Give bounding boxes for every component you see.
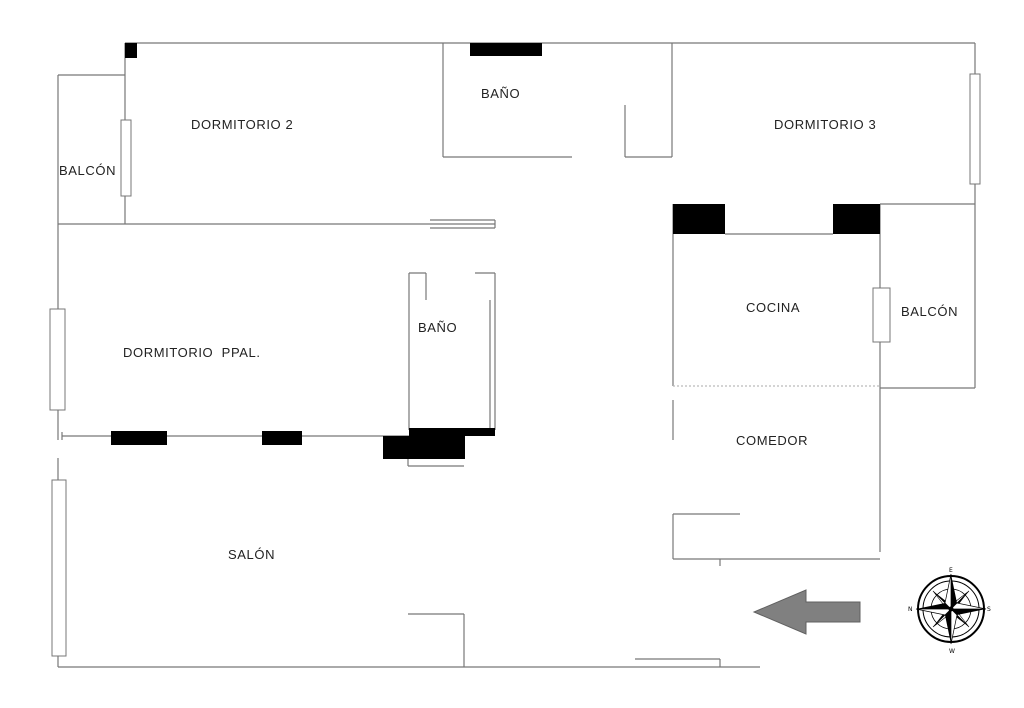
room-label-bano-mid: BAÑO xyxy=(418,320,457,335)
compass-rose-icon: E S W N xyxy=(908,567,991,655)
entrance-arrow-icon xyxy=(752,589,861,635)
room-label-dormitorio-ppal: DORMITORIO PPAL. xyxy=(123,345,261,360)
window xyxy=(49,308,66,411)
compass-north: N xyxy=(908,606,913,613)
column xyxy=(111,431,167,445)
column xyxy=(262,431,302,445)
room-label-bano-top: BAÑO xyxy=(481,86,520,101)
window xyxy=(969,73,981,185)
column xyxy=(673,204,725,234)
compass-west: W xyxy=(949,648,955,655)
room-label-balcon-right: BALCÓN xyxy=(901,304,958,319)
room-label-cocina: COCINA xyxy=(746,300,800,315)
window xyxy=(120,119,132,197)
window xyxy=(872,287,891,343)
compass-south: S xyxy=(987,606,991,613)
room-label-dormitorio-2: DORMITORIO 2 xyxy=(191,117,293,132)
room-label-salon: SALÓN xyxy=(228,547,275,562)
windows xyxy=(49,73,981,657)
room-label-comedor: COMEDOR xyxy=(736,433,808,448)
column xyxy=(470,43,542,56)
room-labels: DORMITORIO 2 BAÑO DORMITORIO 3 BALCÓN DO… xyxy=(59,86,958,562)
window xyxy=(51,479,67,657)
walls xyxy=(57,42,976,668)
column xyxy=(409,428,495,436)
column xyxy=(383,436,465,459)
column xyxy=(125,43,137,58)
column xyxy=(833,204,880,234)
room-label-balcon-left: BALCÓN xyxy=(59,163,116,178)
room-label-dormitorio-3: DORMITORIO 3 xyxy=(774,117,876,132)
structural-columns xyxy=(111,43,880,459)
compass-east: E xyxy=(949,567,953,574)
